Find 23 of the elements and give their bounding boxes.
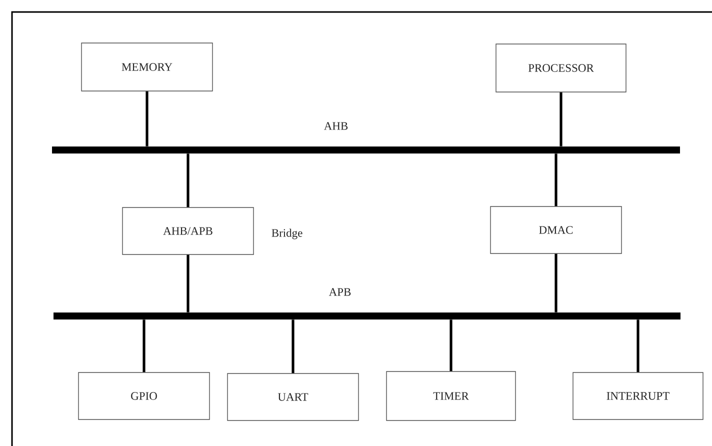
component-box: GPIO <box>78 372 210 420</box>
connector-line <box>292 320 294 374</box>
component-box: UART <box>227 373 359 421</box>
component-box: AHB/APB <box>122 207 254 255</box>
component-box: MEMORY <box>81 42 213 92</box>
connector-line <box>560 92 562 146</box>
connector-line <box>636 320 640 372</box>
node-label: APB <box>328 288 351 296</box>
bus-bar: AHB <box>52 122 680 154</box>
connector-line <box>554 254 558 312</box>
connector-line <box>146 91 148 146</box>
component-box: TIMER <box>386 371 516 421</box>
component-box: DMAC <box>490 206 622 254</box>
component-box: INTERRUPT <box>572 372 704 420</box>
connector-line <box>186 254 190 312</box>
node-label: AHB <box>324 122 348 130</box>
connector-line <box>142 320 146 372</box>
connector-line <box>554 154 558 206</box>
connector-line <box>186 154 190 208</box>
connector-line <box>450 320 452 372</box>
component-box: PROCESSOR <box>496 44 626 92</box>
side-label: Bridge <box>272 228 302 240</box>
bus-bar: APB <box>54 288 680 320</box>
